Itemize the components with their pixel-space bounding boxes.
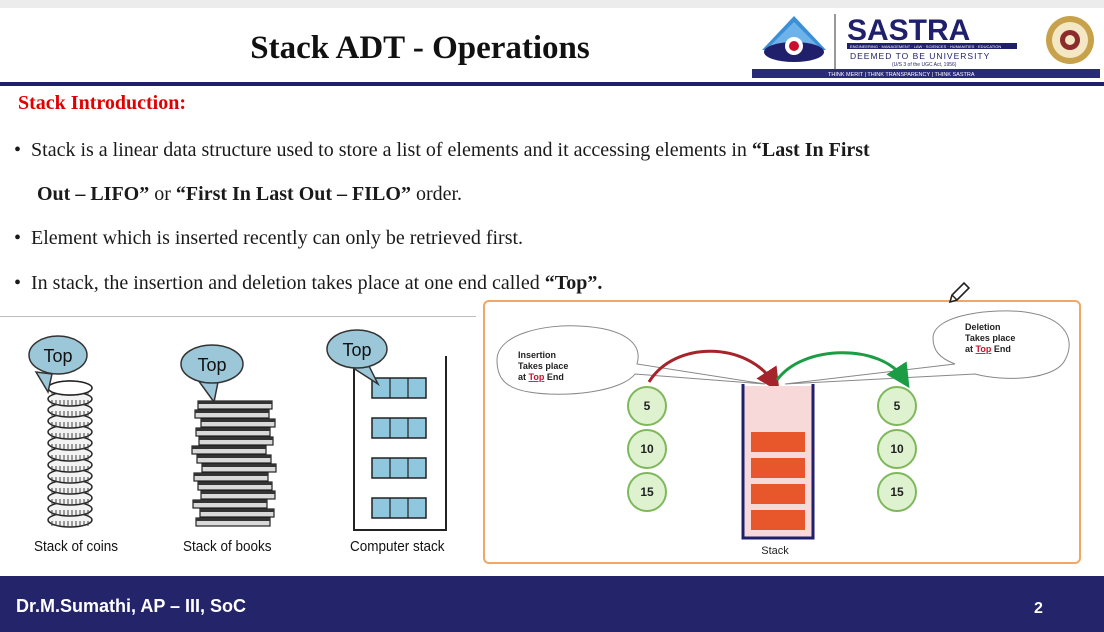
top-band [0,0,1104,8]
coin-top [47,380,93,396]
stack-operations-diagram: Insertion Takes place at Top End Deletio… [483,300,1081,564]
insertion-line1: Insertion [518,350,556,360]
right-value-label: 5 [894,399,901,413]
logo-name: SASTRA [847,14,970,47]
logo-act: (U/S 3 of the UGC Act, 1956) [892,62,957,68]
caption-books: Stack of books [183,538,272,555]
left-value-circle [627,429,667,469]
insertion-top-word: Top [529,372,545,382]
left-value-circle [627,386,667,426]
computer-stack-image [353,356,447,531]
memory-cell [371,457,427,479]
insert-arrow [647,349,780,393]
logo-tagline: THINK MERIT | THINK TRANSPARENCY | THINK… [828,72,975,78]
memory-cell [371,417,427,439]
bullet-1-filo: “First In Last Out – FILO” [175,183,411,205]
pencil-icon[interactable] [946,280,972,306]
bullet-1-lifo: Out – LIFO” [37,183,150,205]
page-number: 2 [1034,600,1043,617]
footer-bar [0,576,1104,632]
insertion-end: End [544,372,564,382]
bullet-3-text: In stack, the insertion and deletion tak… [31,272,545,294]
bubble-label: Top [43,346,72,366]
bullet-1-text: Stack is a linear data structure used to… [31,139,752,161]
stack-label: Stack [761,545,789,557]
stack-element [751,510,805,530]
bullet-dot: • [14,139,22,161]
left-value-label: 5 [644,399,651,413]
logo-strip: ENGINEERING · MANAGEMENT · LAW · SCIENCE… [850,44,1001,49]
logo-subtitle: DEEMED TO BE UNIVERSITY [850,51,990,61]
book-top-bubble: Top [180,344,244,404]
memory-cell [371,377,427,399]
book-stack-image [191,400,277,527]
right-value-circle [877,429,917,469]
bullet-dot: • [14,272,22,294]
bullet-2-text: Element which is inserted recently can o… [31,227,524,249]
slide-title: Stack ADT - Operations [250,30,590,66]
university-emblem-icon [762,16,826,62]
university-crest-icon [1046,16,1094,64]
bullet-1-bold: “Last In First [751,139,870,161]
bullet-3-bold: “Top”. [544,272,603,294]
right-value-label: 15 [890,485,904,499]
title-rule [0,82,1104,86]
right-value-circle [877,386,917,426]
deletion-end: End [991,344,1011,354]
bullet-1-or: or [149,183,176,205]
delete-arrow [775,351,910,389]
sastra-logo: SASTRA ENGINEERING · MANAGEMENT · LAW · … [752,14,1100,78]
section-heading: Stack Introduction: [18,92,186,114]
bullet-dot: • [14,227,22,249]
insertion-line2: Takes place [518,361,568,371]
caption-coins: Stack of coins [34,538,119,555]
deletion-at: at [965,344,976,354]
left-value-circle [627,472,667,512]
stack-container: Stack [741,384,815,557]
stack-element [751,484,805,504]
coin-stack-image [47,380,93,528]
insertion-callout: Insertion Takes place at Top End [496,325,766,395]
bullet-1-order: order. [410,183,463,205]
svg-text:at Top End: at Top End [518,372,564,382]
stack-examples-figure: Top Top Top [28,329,447,531]
bullet-2: • Element which is inserted recently can… [14,227,523,250]
deletion-top-word: Top [976,344,992,354]
right-value-circle [877,472,917,512]
figure-divider [0,316,476,317]
bubble-label: Top [342,340,371,360]
memory-cell [371,497,427,519]
left-value-label: 10 [640,442,654,456]
deletion-line1: Deletion [965,322,1001,332]
computer-top-bubble: Top [326,329,388,387]
svg-text:at Top End: at Top End [965,344,1011,354]
bullet-3: • In stack, the insertion and deletion t… [14,272,602,295]
deletion-line2: Takes place [965,333,1015,343]
bullet-1-continuation: Out – LIFO” or “First In Last Out – FILO… [37,183,462,206]
caption-computer: Computer stack [350,538,445,555]
stack-element [751,432,805,452]
coin-top-bubble: Top [28,335,88,394]
stack-element [751,458,805,478]
footer-author: Dr.M.Sumathi, AP – III, SoC [16,596,247,616]
insertion-at: at [518,372,529,382]
bubble-label: Top [197,355,226,375]
right-value-label: 10 [890,442,904,456]
bullet-1: • Stack is a linear data structure used … [14,139,870,162]
left-value-label: 15 [640,485,654,499]
deletion-callout: Deletion Takes place at Top End [784,310,1070,385]
